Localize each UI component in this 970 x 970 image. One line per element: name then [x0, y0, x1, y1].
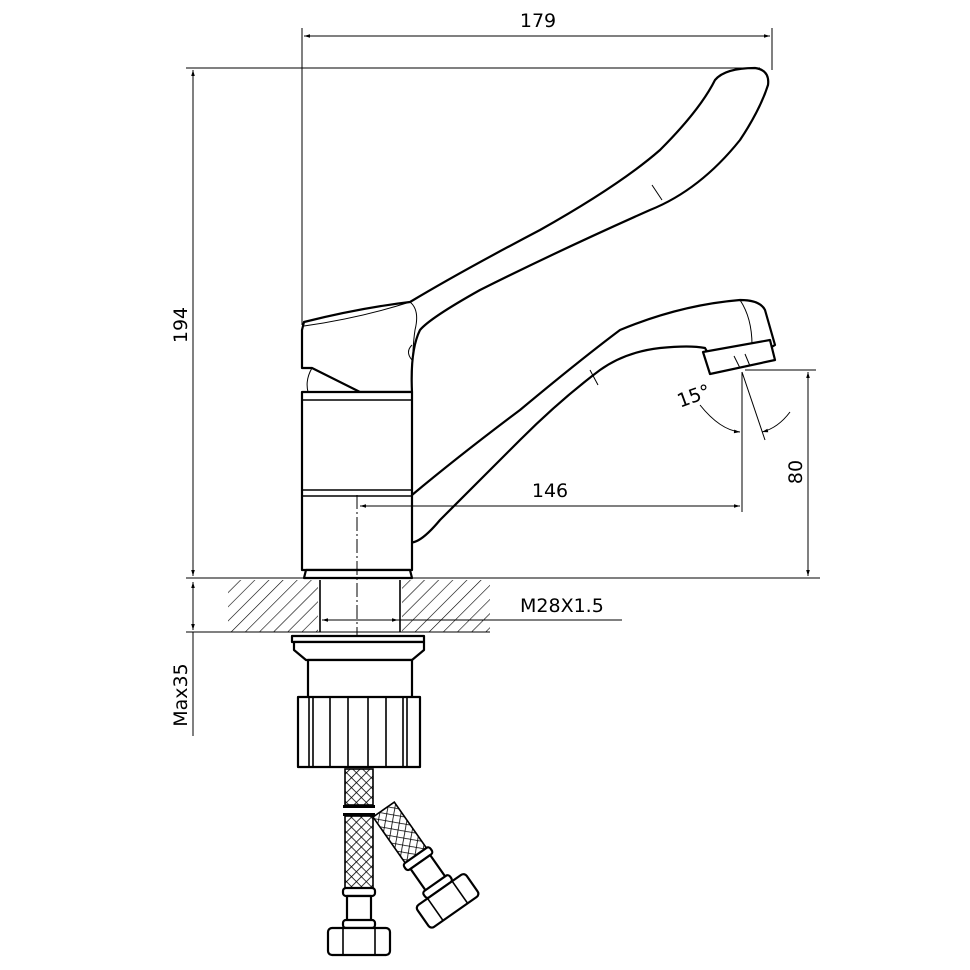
spout: [398, 298, 777, 544]
dimension-height: 194: [170, 67, 760, 576]
spout-seam: [589, 369, 599, 386]
lever-seam: [651, 184, 663, 201]
dimension-max-thickness: Max35: [170, 582, 195, 736]
lever-side: [409, 301, 418, 391]
spout-reach-label: 146: [532, 480, 568, 502]
aerator-slot: [733, 355, 741, 369]
supply-hose-straight: [326, 768, 392, 957]
lever-handle: [300, 66, 770, 394]
angle-label: 15°: [674, 380, 713, 412]
aerator-slot: [744, 353, 751, 367]
dimension-angle: 15°: [674, 371, 791, 441]
spout-height-label: 80: [785, 460, 807, 484]
lever-screw: [408, 344, 413, 361]
dimension-spout-height: 80: [745, 369, 816, 576]
mounting-nut: [290, 634, 426, 769]
aerator: [701, 338, 777, 376]
width-label: 179: [520, 10, 556, 32]
body-base: [302, 568, 414, 580]
max-thickness-label: Max35: [170, 663, 192, 726]
lever-edge: [303, 301, 411, 327]
thread-label: M28X1.5: [520, 595, 604, 617]
countertop-section: M28X1.5: [186, 580, 622, 633]
spout-tip-edge: [739, 299, 753, 346]
dimension-width: 179: [301, 10, 773, 325]
supply-hose-angled: [371, 800, 480, 929]
dimension-spout-reach: 146: [360, 372, 743, 512]
lever-base-curve: [306, 367, 313, 393]
height-label: 194: [170, 307, 192, 343]
